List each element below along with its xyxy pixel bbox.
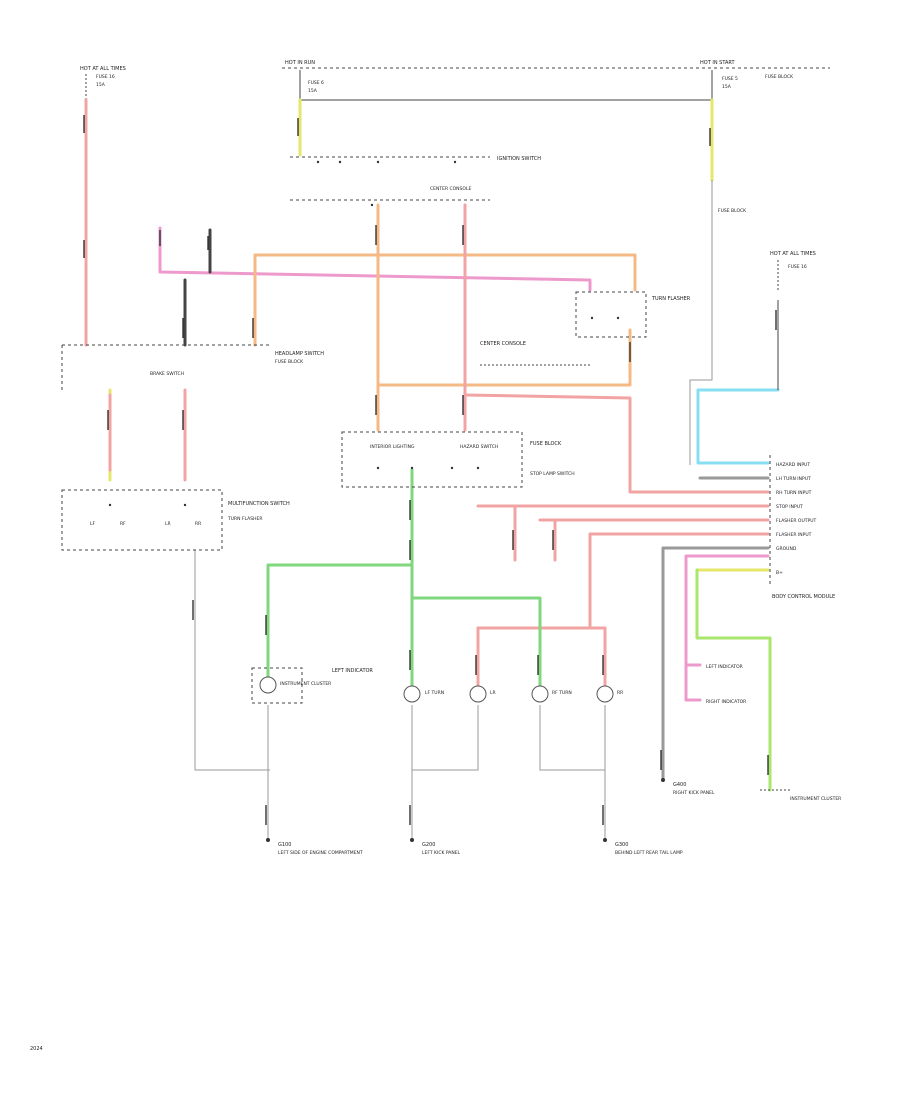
label-bcm-pin-4: STOP INPUT: [776, 504, 803, 510]
wire-orange-loop: [253, 253, 637, 347]
label-mf-rr: RR: [195, 521, 201, 527]
label-flasher-location: CENTER CONSOLE: [480, 341, 526, 347]
lamp-rf-turn-icon: [531, 685, 549, 703]
label-right-hot: HOT AT ALL TIMES: [770, 251, 816, 257]
right-fuse-block: HOT AT ALL TIMES FUSE 16 FUSE BLOCK: [718, 208, 816, 290]
label-bcm-right-indicator: RIGHT INDICATOR: [706, 699, 746, 705]
label-hazard-fuse-block: FUSE BLOCK: [530, 441, 562, 447]
page-number: 2024: [30, 1046, 43, 1052]
lamp-indicator-icon: [259, 676, 277, 694]
label-right-fuse: FUSE 16: [788, 264, 807, 270]
label-fuse-block-right: FUSE BLOCK: [765, 74, 794, 80]
turn-flasher-box: TURN FLASHER CENTER CONSOLE: [480, 291, 691, 366]
label-mf-lf: LF: [90, 521, 96, 527]
wire-cyan: [696, 388, 780, 465]
power-feed-top-bus: HOT IN RUN HOT IN START FUSE 6 15A FUSE …: [282, 60, 830, 101]
label-ground-g100: G100: [278, 842, 291, 848]
label-lf-indicator: LEFT INDICATOR: [332, 668, 373, 674]
label-hot-in-run: HOT IN RUN: [285, 60, 315, 66]
label-bcm-pin-5: FLASHER OUTPUT: [776, 518, 817, 524]
label-fuse-block-left: FUSE BLOCK: [275, 359, 304, 365]
label-bcm-pin-1: HAZARD INPUT: [776, 462, 810, 468]
label-ground-desc-1: LEFT SIDE OF ENGINE COMPARTMENT: [278, 850, 363, 856]
label-ground-desc-4: RIGHT KICK PANEL: [673, 790, 715, 796]
label-multifunction-switch: MULTIFUNCTION SWITCH: [228, 501, 290, 507]
label-ground-g200: G200: [422, 842, 435, 848]
label-interior-lighting: INTERIOR LIGHTING: [370, 444, 415, 450]
power-feed-left: HOT AT ALL TIMES FUSE 16 15A: [80, 66, 126, 100]
label-hot-at-all-times: HOT AT ALL TIMES: [80, 66, 126, 72]
label-headlamp-switch: HEADLAMP SWITCH: [275, 351, 324, 357]
label-lamp-lr: LR: [490, 690, 496, 696]
label-brake-switch-inner: BRAKE SWITCH: [150, 371, 184, 377]
label-body-control-module: BODY CONTROL MODULE: [772, 594, 835, 600]
grounds: G100 LEFT SIDE OF ENGINE COMPARTMENT G20…: [266, 778, 841, 856]
label-bcm-left-indicator: LEFT INDICATOR: [706, 664, 743, 670]
multifunction-switch-box: LF RF LR RR MULTIFUNCTION SWITCH TURN FL…: [61, 489, 290, 551]
wire-lightgreen-cluster: [695, 568, 772, 792]
body-control-module: HAZARD INPUT LH TURN INPUT RH TURN INPUT…: [769, 455, 835, 600]
label-lamp-rr: RR: [617, 690, 623, 696]
label-fuse-16-amp: 15A: [96, 82, 106, 88]
label-fuse-6: FUSE 6: [308, 80, 324, 86]
label-bcm-pin-3: RH TURN INPUT: [776, 490, 812, 496]
label-cluster-ground: INSTRUMENT CLUSTER: [790, 796, 841, 802]
lamps: INSTRUMENT CLUSTER LEFT INDICATOR LF TUR…: [251, 664, 746, 705]
label-mf-lr: LR: [165, 521, 171, 527]
label-stop-lamp-switch: STOP LAMP SWITCH: [530, 471, 575, 477]
label-lamp-cluster: INSTRUMENT CLUSTER: [280, 681, 331, 687]
lamp-lf-turn-icon: [403, 685, 421, 703]
label-center-console: CENTER CONSOLE: [430, 186, 471, 192]
label-fuse-6-amp: 15A: [308, 88, 318, 94]
label-mf-turn-flasher: TURN FLASHER: [227, 516, 262, 522]
label-bcm-pin-7: GROUND: [776, 546, 797, 552]
label-mf-rf: RF: [120, 521, 126, 527]
label-bcm-pin-8: B+: [776, 570, 783, 576]
hazard-switch-box: INTERIOR LIGHTING HAZARD SWITCH FUSE BLO…: [341, 431, 575, 488]
label-ground-g400: G400: [673, 782, 686, 788]
lamp-lr-turn-icon: [469, 685, 487, 703]
ignition-switch: IGNITION SWITCH CENTER CONSOLE: [290, 156, 541, 207]
label-bcm-pin-6: FLASHER INPUT: [776, 532, 812, 538]
label-fuse-5-amp: 15A: [722, 84, 732, 90]
brake-switch-box: HEADLAMP SWITCH FUSE BLOCK BRAKE SWITCH: [61, 344, 324, 390]
label-hot-in-start: HOT IN START: [700, 60, 736, 66]
label-lamp-lf: LF TURN: [425, 690, 444, 696]
wires: [84, 98, 780, 840]
label-turn-flasher: TURN FLASHER: [651, 296, 691, 302]
lamp-rr-turn-icon: [596, 685, 614, 703]
label-ground-desc-3: BEHIND LEFT REAR TAIL LAMP: [615, 850, 683, 856]
label-lamp-rf: RF TURN: [552, 690, 572, 696]
label-right-fb-label: FUSE BLOCK: [718, 208, 747, 214]
label-bcm-pin-2: LH TURN INPUT: [776, 476, 811, 482]
label-fuse-16: FUSE 16: [96, 74, 115, 80]
label-fuse-5: FUSE 5: [722, 76, 738, 82]
label-ground-g300: G300: [615, 842, 628, 848]
label-ground-desc-2: LEFT KICK PANEL: [422, 850, 461, 856]
label-ignition-switch: IGNITION SWITCH: [497, 156, 541, 162]
wire-pink-horizontal: [158, 226, 592, 292]
label-hazard-switch: HAZARD SWITCH: [460, 444, 498, 450]
wire-tick-marks: [83, 115, 777, 825]
